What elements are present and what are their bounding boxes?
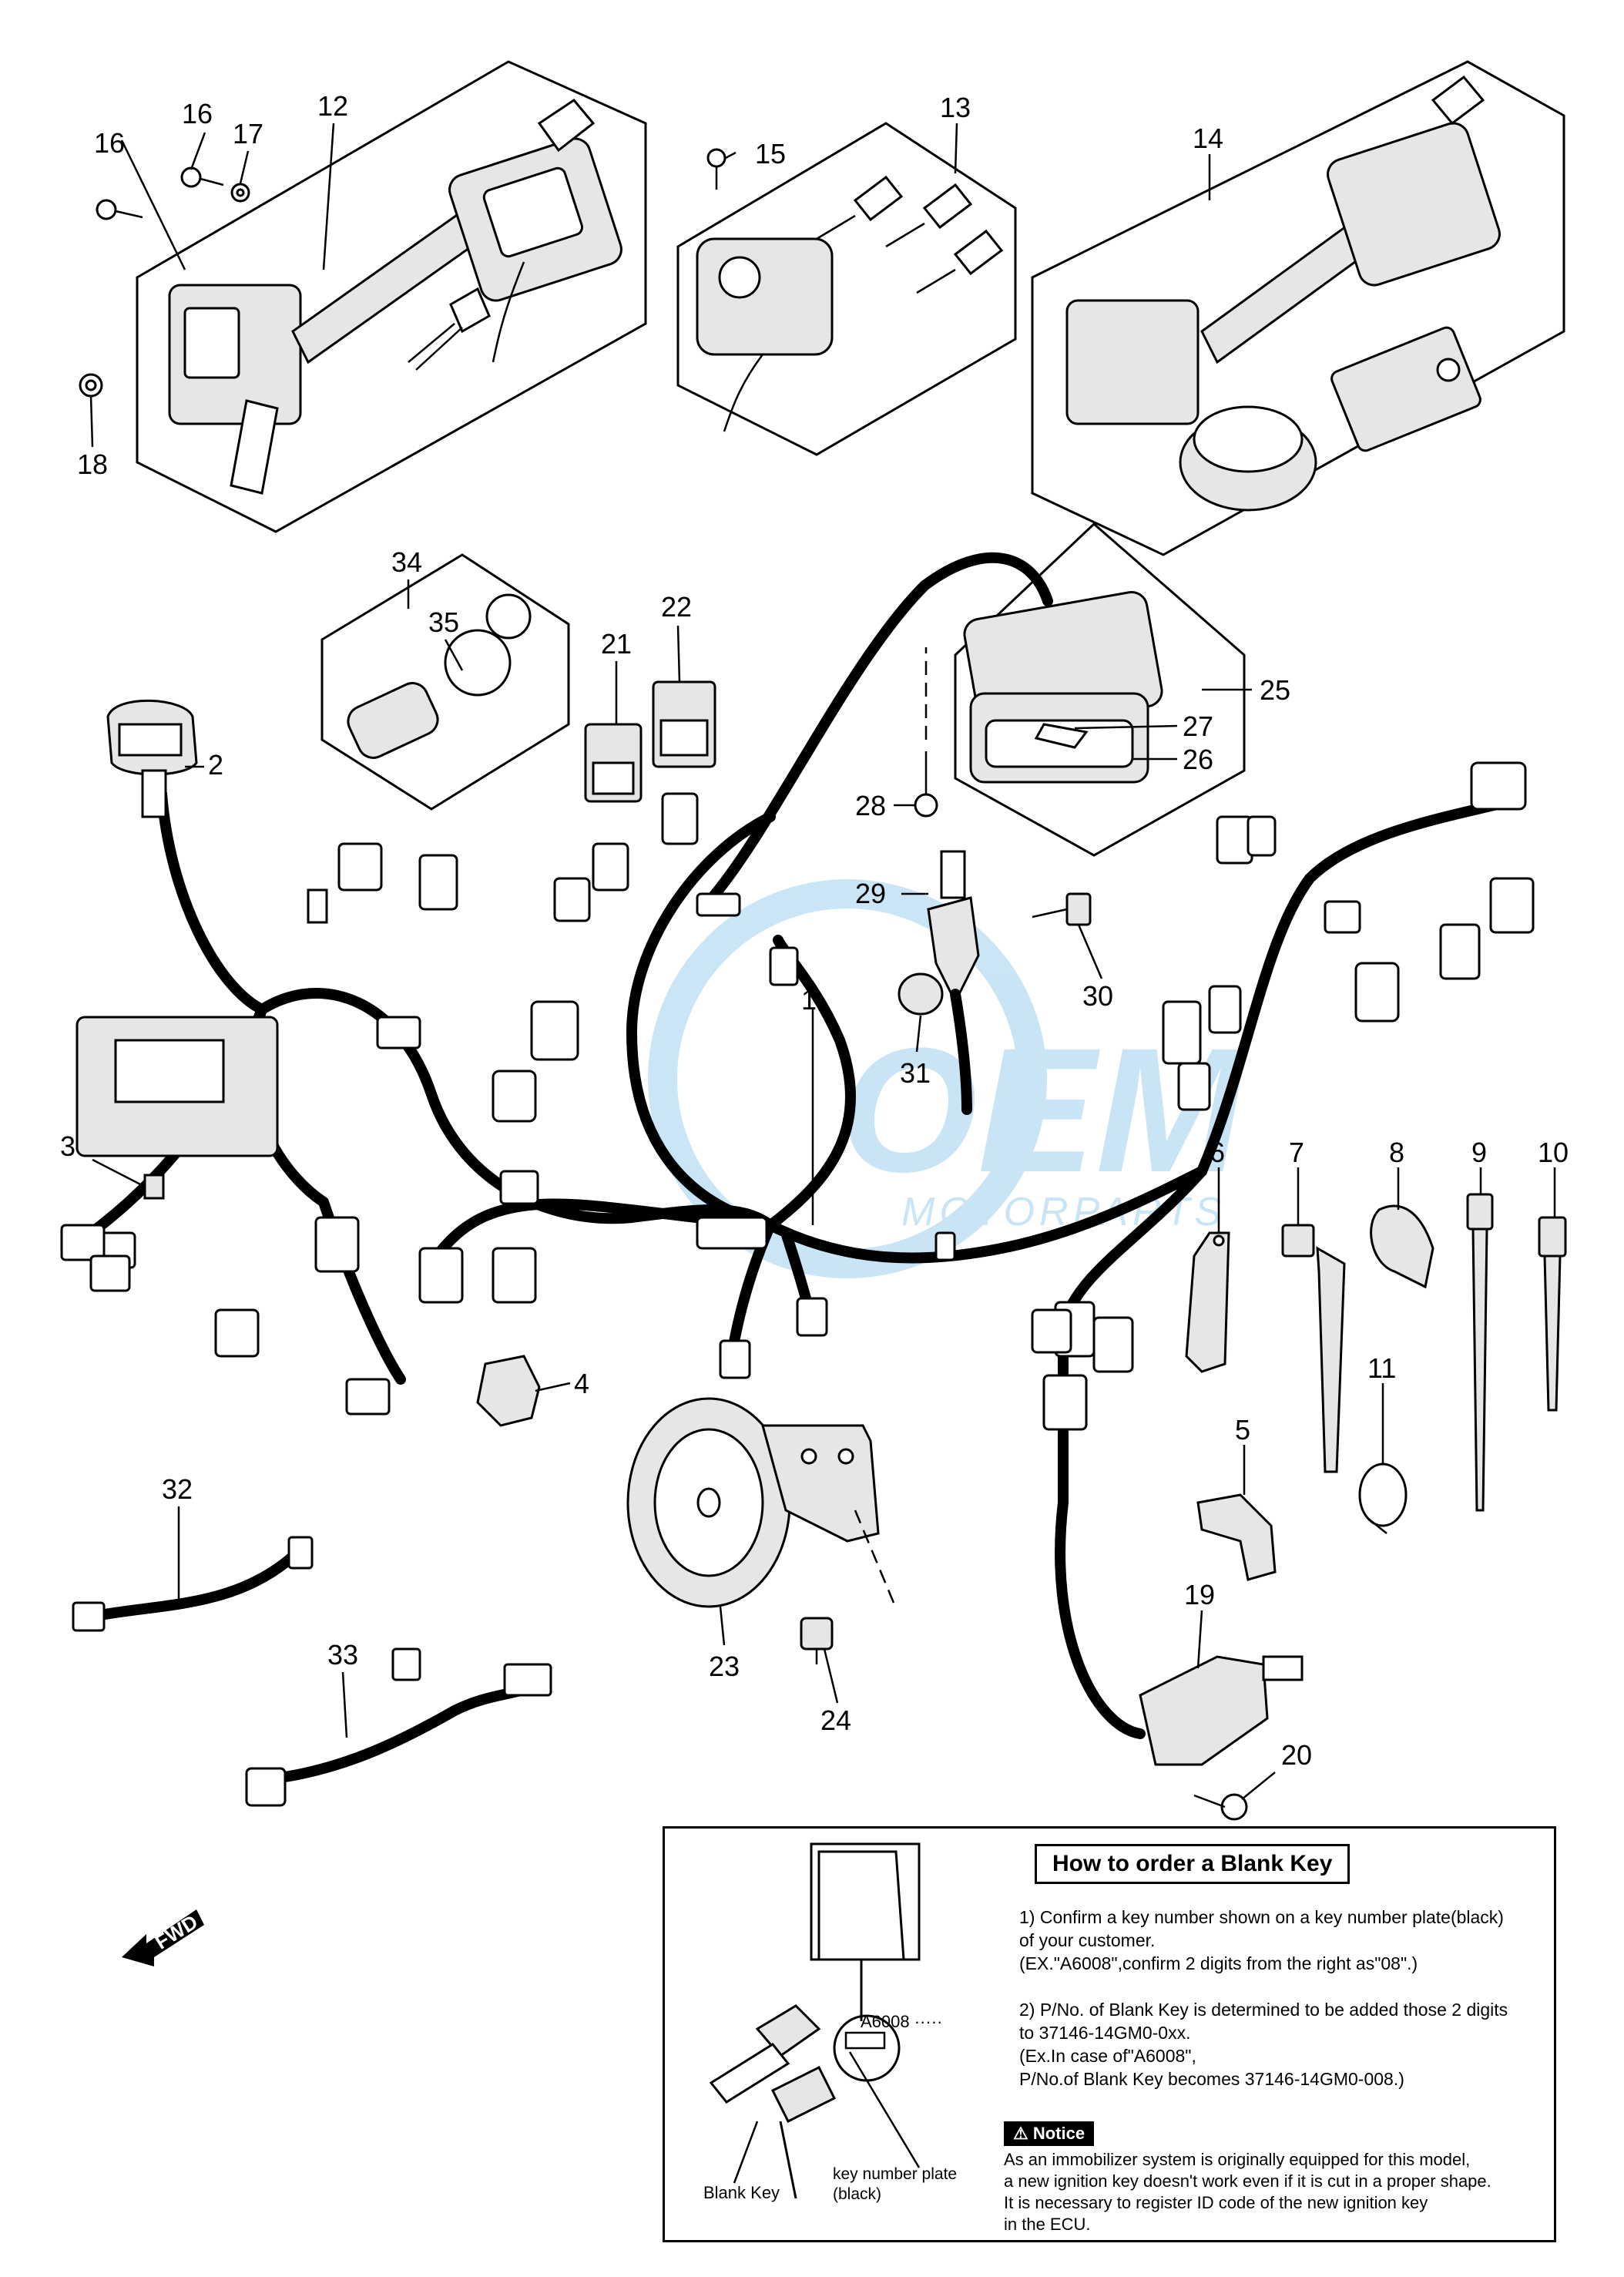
part-33-sub-harness[interactable] (245, 1647, 552, 1807)
blank-key-info-panel: A6008 ····· key number plate (black) Bla… (663, 1826, 1556, 2242)
part-32-sub-harness[interactable] (72, 1536, 314, 1632)
callout-35: 35 (428, 606, 459, 638)
part-24-bolt[interactable] (800, 1617, 834, 1664)
callout-20: 20 (1281, 1739, 1312, 1771)
part-29-switch[interactable] (927, 850, 980, 1115)
callout-17: 17 (233, 118, 263, 149)
part-18-nut[interactable] (79, 373, 103, 398)
callout-14: 14 (1193, 123, 1223, 154)
blank-key-label: Blank Key (703, 2183, 780, 2202)
callout-33: 33 (327, 1639, 358, 1671)
fwd-direction-arrow: FWD (122, 1909, 204, 1966)
part-28-screw[interactable] (914, 751, 938, 818)
callout-10: 10 (1538, 1137, 1569, 1168)
callout-26: 26 (1183, 744, 1213, 775)
part-3-clip[interactable] (143, 1174, 165, 1200)
part-6-clamp[interactable] (1185, 1231, 1230, 1373)
callout-6: 6 (1210, 1137, 1225, 1168)
part-17-washer[interactable] (230, 183, 250, 203)
part-16-screw[interactable] (96, 166, 224, 220)
panel-step-2: 2) P/No. of Blank Key is determined to b… (1019, 2000, 1508, 2089)
harness-branch-ecu (703, 552, 1053, 907)
callout-7: 7 (1289, 1137, 1304, 1168)
notice-text: As an immobilizer system is originally e… (1004, 2150, 1491, 2234)
callout-15: 15 (755, 138, 786, 170)
callout-28: 28 (855, 790, 886, 821)
part-13-seat-lock-set[interactable] (676, 122, 1017, 456)
callout-34: 34 (391, 546, 422, 578)
callout-3: 3 (60, 1130, 75, 1162)
callout-2: 2 (208, 749, 223, 781)
callout-18: 18 (77, 448, 108, 480)
leader-24 (854, 1510, 895, 1604)
part-2-sensor[interactable] (106, 699, 198, 818)
watermark-logo: OEM MOTORPARTS (648, 879, 1247, 1278)
callout-11: 11 (1367, 1352, 1396, 1384)
part-30-bolt[interactable] (1032, 892, 1092, 926)
callout-12: 12 (317, 90, 348, 122)
part-9-cable-tie[interactable] (1466, 1193, 1494, 1512)
part-12-ignition-switch-set[interactable] (136, 60, 647, 533)
harness-end-connector (696, 892, 741, 917)
callout-19: 19 (1184, 1579, 1215, 1610)
notice-box: ⚠ Notice As an immobilizer system is ori… (1004, 2121, 1543, 2237)
callout-1: 1 (801, 984, 817, 1016)
callout-23: 23 (709, 1651, 740, 1682)
callout-13: 13 (940, 92, 971, 123)
callout-9: 9 (1471, 1137, 1487, 1168)
part-4-cover[interactable] (476, 1355, 541, 1427)
callout-4: 4 (574, 1368, 589, 1399)
part-19-switch[interactable] (1055, 1497, 1304, 1766)
callout-8: 8 (1389, 1137, 1404, 1168)
key-plate-code: A6008 ····· (861, 2012, 943, 2031)
leader-lines (89, 123, 1556, 1800)
part-10-cable-tie[interactable] (1538, 1216, 1567, 1412)
callout-labels: 1 2 3 4 5 6 7 8 9 10 11 12 13 14 15 16 1… (60, 90, 1569, 1771)
harness-connectors (60, 761, 1535, 1431)
part-5-bracket[interactable] (1196, 1493, 1277, 1581)
part-7-band[interactable] (1281, 1224, 1346, 1473)
part-23-horn[interactable] (626, 1397, 880, 1608)
callout-16b: 16 (182, 98, 213, 129)
callout-21: 21 (601, 628, 632, 660)
callout-30: 30 (1082, 980, 1113, 1012)
part-20-screw[interactable] (1193, 1793, 1248, 1821)
callout-25: 25 (1260, 674, 1290, 706)
part-11-wire-holder[interactable] (1358, 1463, 1408, 1534)
panel-title: How to order a Blank Key (1035, 1844, 1351, 1884)
panel-step-1: 1) Confirm a key number shown on a key n… (1019, 1907, 1504, 1973)
callout-5: 5 (1235, 1414, 1250, 1446)
callout-29: 29 (855, 878, 886, 909)
callout-16a: 16 (94, 127, 125, 159)
part-27-clip[interactable] (1034, 723, 1089, 749)
callout-27: 27 (1183, 710, 1213, 742)
part-22-relay[interactable] (652, 680, 716, 768)
part-14-lock-set-with-cap[interactable] (1031, 60, 1565, 556)
part-31-spacer[interactable] (898, 972, 944, 1016)
part-15-screw[interactable] (706, 148, 726, 190)
callout-32: 32 (162, 1473, 193, 1505)
key-illustration (709, 1842, 921, 2199)
part-34-accessory-socket-set[interactable] (320, 553, 570, 811)
part-8-clamp[interactable] (1370, 1204, 1434, 1289)
part-25-unit-set[interactable] (954, 522, 1246, 857)
key-number-plate-label: key number plate (black) (833, 2165, 958, 2203)
callout-22: 22 (661, 591, 692, 623)
callout-31: 31 (900, 1057, 931, 1089)
part-21-relay[interactable] (584, 723, 643, 803)
notice-tag: ⚠ Notice (1004, 2121, 1095, 2146)
callout-24: 24 (820, 1704, 851, 1736)
